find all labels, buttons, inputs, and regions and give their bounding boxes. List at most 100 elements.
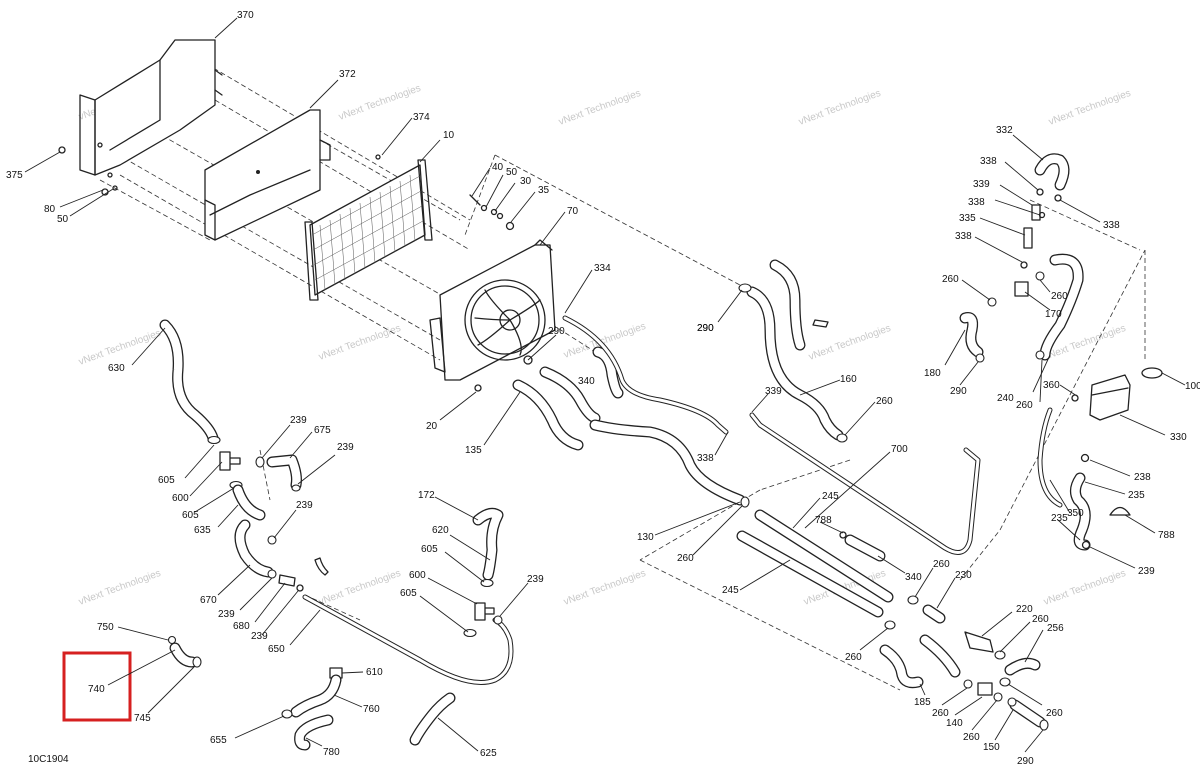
callout-290b: 290 <box>697 323 714 334</box>
callout-70: 70 <box>567 206 579 217</box>
callout-130: 130 <box>637 532 654 543</box>
callout-338b: 338 <box>980 156 997 167</box>
callout-260e: 260 <box>845 652 862 663</box>
callout-245a: 245 <box>822 491 839 502</box>
hose-185 <box>879 644 924 689</box>
fitting-680 <box>278 574 296 587</box>
clamp-239b <box>291 484 301 492</box>
hose-185b <box>919 634 961 678</box>
callout-10: 10 <box>443 130 455 141</box>
callout-605b: 605 <box>182 510 199 521</box>
hose-230 <box>922 604 946 624</box>
callout-239f: 239 <box>527 574 544 585</box>
callout-260g: 260 <box>963 732 980 743</box>
callout-256: 256 <box>1047 623 1064 634</box>
callout-788a: 788 <box>815 515 832 526</box>
clamp-260j <box>1035 271 1045 281</box>
callout-235b: 235 <box>1051 513 1068 524</box>
clamp-239f <box>493 615 503 625</box>
clamp-260g <box>993 692 1003 702</box>
callout-610: 610 <box>366 667 383 678</box>
callout-260d: 260 <box>1032 614 1049 625</box>
callout-334: 334 <box>594 263 611 274</box>
callout-370: 370 <box>237 10 254 21</box>
callout-160: 160 <box>840 374 857 385</box>
radiator-10 <box>304 159 433 301</box>
hose-620 <box>472 507 504 581</box>
svg-text:vNext Technologies: vNext Technologies <box>77 328 162 368</box>
deflector-370 <box>79 39 223 178</box>
callout-260f: 260 <box>932 708 949 719</box>
callout-339b: 339 <box>973 179 990 190</box>
callout-605a: 605 <box>158 475 175 486</box>
clamp-260b <box>740 496 750 508</box>
callout-230: 230 <box>955 570 972 581</box>
callout-740: 740 <box>88 684 105 695</box>
clamp-655 <box>281 709 293 719</box>
callout-290d: 290 <box>1017 756 1034 767</box>
fitting-335 <box>1023 227 1033 249</box>
callout-260h: 260 <box>1046 708 1063 719</box>
callout-labels: 370 372 374 10 375 80 50 40 50 30 35 70 … <box>6 10 1200 767</box>
callout-600a: 600 <box>172 493 189 504</box>
callout-620: 620 <box>432 525 449 536</box>
callout-350: 350 <box>1067 508 1084 519</box>
pipe-245b <box>736 530 884 618</box>
hose-upper-290 <box>769 259 806 351</box>
hose-130 <box>589 419 746 506</box>
callout-338d: 338 <box>968 197 985 208</box>
clamp-260e <box>999 677 1011 687</box>
hose-135 <box>512 379 584 451</box>
tee-fitting-600b <box>474 602 495 621</box>
hose-670 <box>234 519 274 578</box>
hose-180 <box>959 312 984 358</box>
clamp-338e <box>1020 261 1028 269</box>
pipe-245a <box>754 509 894 603</box>
callout-290c: 290 <box>697 323 714 334</box>
callout-630: 630 <box>108 363 125 374</box>
hose-780 <box>294 714 334 751</box>
clamp-260-mid <box>884 620 896 630</box>
callout-20: 20 <box>426 421 438 432</box>
callout-260c: 260 <box>933 559 950 570</box>
hose-625 <box>409 692 456 746</box>
callout-745: 745 <box>134 713 151 724</box>
callout-80: 80 <box>44 204 56 215</box>
callout-750: 750 <box>97 622 114 633</box>
callout-290e: 290 <box>950 386 967 397</box>
clamp-290c <box>738 283 752 293</box>
clamp-260h <box>1007 697 1017 707</box>
clamp-260d <box>994 650 1006 660</box>
hose-760 <box>290 674 342 718</box>
callout-239b: 239 <box>337 442 354 453</box>
callout-680: 680 <box>233 621 250 632</box>
callout-635: 635 <box>194 525 211 536</box>
callout-670: 670 <box>200 595 217 606</box>
callout-239c: 239 <box>296 500 313 511</box>
svg-text:vNext Technologies: vNext Technologies <box>797 88 882 128</box>
callout-30: 30 <box>520 176 532 187</box>
callout-372: 372 <box>339 69 356 80</box>
hose-635 <box>232 484 266 521</box>
callout-135: 135 <box>465 445 482 456</box>
clamp-260a <box>836 433 848 443</box>
clamp-338c <box>1054 194 1062 202</box>
callout-50a: 50 <box>57 214 69 225</box>
callout-700: 700 <box>891 444 908 455</box>
callout-140: 140 <box>946 718 963 729</box>
svg-text:vNext Technologies: vNext Technologies <box>1042 568 1127 608</box>
hose-256 <box>1004 657 1041 676</box>
clip-788b <box>1109 506 1131 516</box>
svg-text:vNext Technologies: vNext Technologies <box>317 323 402 363</box>
callout-40: 40 <box>492 162 504 173</box>
callout-625: 625 <box>480 748 497 759</box>
svg-text:vNext Technologies: vNext Technologies <box>807 323 892 363</box>
callout-238: 238 <box>1134 472 1151 483</box>
clamp-239d <box>267 569 277 579</box>
callout-605c: 605 <box>421 544 438 555</box>
tee-fitting-170 <box>1014 281 1029 297</box>
diagram-code: 10C1904 <box>28 754 69 765</box>
clamp-260c <box>907 595 919 605</box>
callout-605d: 605 <box>400 588 417 599</box>
